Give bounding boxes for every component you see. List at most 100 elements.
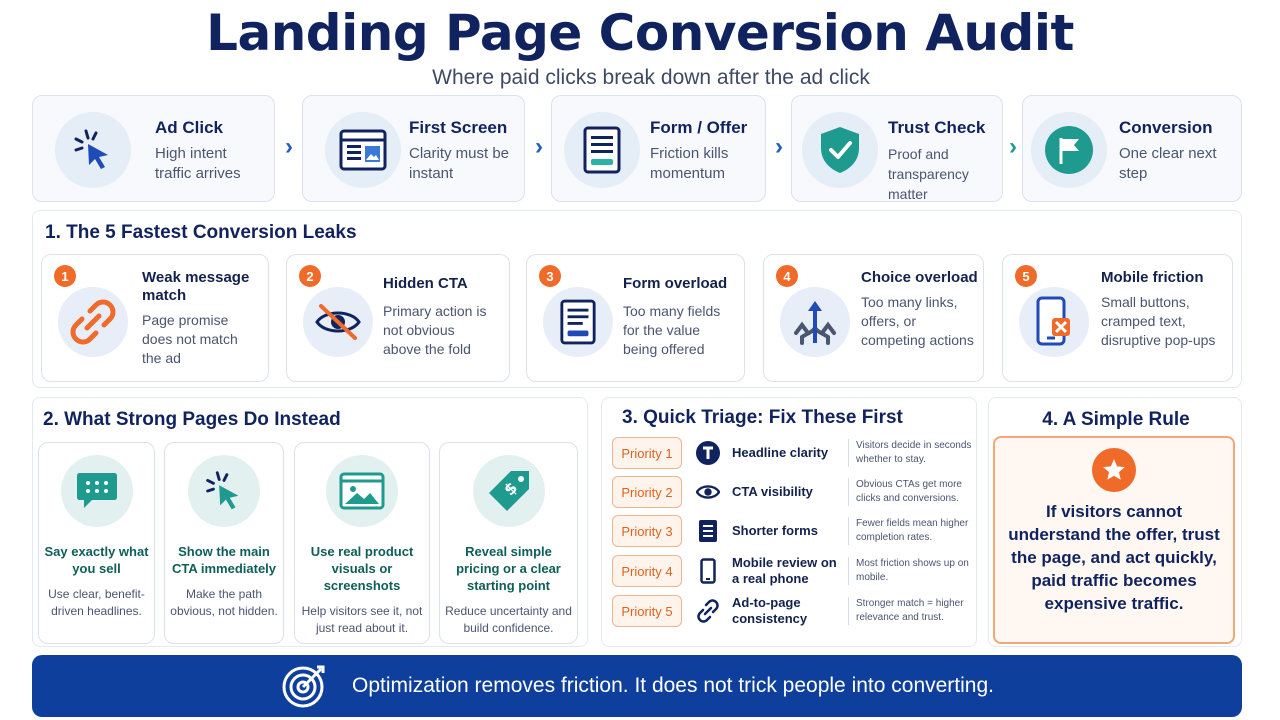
flow-step-trust-check: Trust Check Proof and transparency matte… <box>791 95 1003 202</box>
shield-check-icon <box>802 112 878 188</box>
page-subtitle: Where paid clicks break down after the a… <box>432 66 870 89</box>
chevron-right-icon: › <box>285 133 293 160</box>
priority-badge: Priority 5 <box>612 595 682 627</box>
divider <box>848 557 849 585</box>
leak-card: 3 Form overload Too many fields for the … <box>526 254 745 382</box>
triage-note: Most friction shows up on mobile. <box>856 558 969 583</box>
triage-note: Obvious CTAs get more clicks and convers… <box>856 479 962 504</box>
triage-name: Headline clarity <box>732 445 829 460</box>
triage-note: Visitors decide in seconds whether to st… <box>856 440 972 465</box>
triage-name: Mobile review on a real phone <box>732 555 837 586</box>
leak-desc: Primary action is not obvious above the … <box>383 303 487 357</box>
strong-card: $ Reveal simple pricing or a clear start… <box>439 442 578 644</box>
triage-row: Priority 4 Mobile review on a real phone… <box>612 555 972 589</box>
strong-desc: Reduce uncertainty and build confidence. <box>445 604 572 635</box>
footer-banner: Optimization removes friction. It does n… <box>32 655 1242 717</box>
flow-step-desc: One clear next step <box>1119 145 1217 182</box>
priority-badge: Priority 4 <box>612 555 682 587</box>
flow-step-desc: Clarity must be instant <box>409 145 510 182</box>
flow-step-desc: Friction kills momentum <box>650 145 729 182</box>
star-icon <box>1092 448 1136 492</box>
triage-note: Stronger match = higher relevance and tr… <box>856 598 964 623</box>
flow-step-desc: High intent traffic arrives <box>155 145 241 182</box>
phone-icon <box>696 558 720 584</box>
chevron-right-icon: › <box>535 133 543 160</box>
triage-row: Priority 1 Headline clarity Visitors dec… <box>612 437 972 471</box>
leak-card: 5 Mobile friction Small buttons, cramped… <box>1002 254 1233 382</box>
section-heading: 4. A Simple Rule <box>1042 409 1190 430</box>
chevron-right-icon: › <box>1009 133 1017 160</box>
triage-name: CTA visibility <box>732 484 813 499</box>
target-icon <box>280 662 328 710</box>
funnel-flow: Ad Click High intent traffic arrives › F… <box>32 95 1242 203</box>
text-t-icon <box>696 441 720 465</box>
strong-title: Say exactly what you sell <box>44 544 149 576</box>
triage-note: Fewer fields mean higher completion rate… <box>856 518 969 543</box>
leak-desc: Too many fields for the value being offe… <box>623 303 721 357</box>
leak-number: 4 <box>776 265 798 287</box>
eye-icon <box>696 480 720 504</box>
leak-card: 1 Weak message match Page promise does n… <box>41 254 269 382</box>
leak-title: Form overload <box>623 275 728 292</box>
simple-rule-section: 4. A Simple Rule If visitors cannot unde… <box>988 397 1242 647</box>
section-heading: 3. Quick Triage: Fix These First <box>622 407 903 428</box>
leak-card: 2 Hidden CTA Primary action is not obvio… <box>286 254 510 382</box>
document-icon <box>696 519 720 543</box>
form-icon <box>564 112 640 188</box>
section-heading: 1. The 5 Fastest Conversion Leaks <box>45 222 357 243</box>
cursor-click-icon <box>188 455 260 527</box>
page-title: Landing Page Conversion Audit <box>206 4 1074 62</box>
strong-title: Use real product visuals or screenshots <box>310 544 414 593</box>
flow-step-title: Trust Check <box>888 118 986 137</box>
rule-text: If visitors cannot understand the offer,… <box>1008 502 1220 613</box>
broken-link-icon <box>58 287 128 357</box>
triage-name: Ad-to-page consistency <box>732 595 808 626</box>
form-icon <box>543 287 613 357</box>
leak-card: 4 Choice overload Too many links, offers… <box>763 254 984 382</box>
priority-badge: Priority 2 <box>612 476 682 508</box>
mobile-error-icon <box>1019 287 1089 357</box>
strong-desc: Make the path obvious, not hidden. <box>170 587 278 618</box>
flow-step-conversion: Conversion One clear next step <box>1022 95 1242 202</box>
leak-title: Choice overload <box>861 269 978 286</box>
strong-card: Use real product visuals or screenshots … <box>294 442 430 644</box>
strong-card: Show the main CTA immediately Make the p… <box>164 442 284 644</box>
leak-number: 1 <box>54 265 76 287</box>
leak-number: 5 <box>1015 265 1037 287</box>
leak-title: Hidden CTA <box>383 275 468 292</box>
footer-text: Optimization removes friction. It does n… <box>352 674 994 697</box>
browser-window-icon <box>325 112 401 188</box>
triage-row: Priority 3 Shorter forms Fewer fields me… <box>612 515 972 549</box>
flag-icon <box>1031 112 1107 188</box>
split-arrows-icon <box>780 287 850 357</box>
strong-desc: Use clear, benefit-driven headlines. <box>48 587 145 618</box>
flow-step-first-screen: First Screen Clarity must be instant <box>302 95 525 202</box>
chevron-right-icon: › <box>775 133 783 160</box>
divider <box>848 517 849 545</box>
chat-bubble-icon <box>60 455 133 527</box>
leak-desc: Too many links, offers, or competing act… <box>861 294 974 348</box>
divider <box>848 478 849 506</box>
leak-number: 3 <box>539 265 561 287</box>
strong-title: Show the main CTA immediately <box>171 544 277 576</box>
strong-title: Reveal simple pricing or a clear startin… <box>456 544 561 593</box>
strong-pages-section: 2. What Strong Pages Do Instead Say exac… <box>32 397 588 647</box>
flow-step-desc: Proof and transparency matter <box>888 146 969 202</box>
hidden-eye-icon <box>303 287 373 357</box>
strong-card: Say exactly what you sell Use clear, ben… <box>38 442 155 644</box>
flow-step-title: Form / Offer <box>650 118 748 137</box>
price-tag-icon: $ <box>472 455 545 527</box>
priority-badge: Priority 1 <box>612 437 682 469</box>
leak-number: 2 <box>299 265 321 287</box>
conversion-leaks-section: 1. The 5 Fastest Conversion Leaks 1 Weak… <box>32 210 1242 388</box>
flow-step-ad-click: Ad Click High intent traffic arrives <box>32 95 275 202</box>
leak-desc: Small buttons, cramped text, disruptive … <box>1101 294 1216 348</box>
link-icon <box>696 599 720 623</box>
flow-step-title: Conversion <box>1119 118 1213 137</box>
cursor-click-icon <box>55 112 131 188</box>
strong-desc: Help visitors see it, not just read abou… <box>301 604 423 635</box>
image-icon <box>326 455 398 527</box>
section-heading: 2. What Strong Pages Do Instead <box>43 409 341 430</box>
priority-badge: Priority 3 <box>612 515 682 547</box>
leak-title: Weak message match <box>142 269 250 304</box>
